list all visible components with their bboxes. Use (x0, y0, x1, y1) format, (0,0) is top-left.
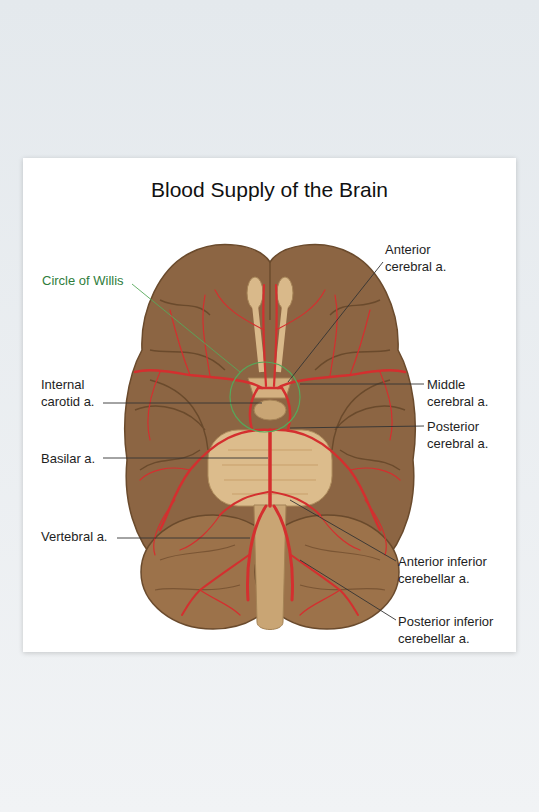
leader-lines (103, 262, 424, 620)
artery-label: Anterior inferior cerebellar a. (398, 553, 513, 587)
olfactory-bulb (247, 277, 263, 309)
artery-label: Posterior cerebral a. (427, 418, 507, 452)
circle-marker (230, 362, 300, 432)
artery-label: Posterior inferior cerebellar a. (398, 613, 516, 647)
artery-label: Anterior cerebral a. (385, 241, 460, 275)
diagram-title: Blood Supply of the Brain (23, 178, 516, 202)
artery-label: Basilar a. (41, 450, 121, 467)
medulla (254, 505, 286, 630)
artery-label: Internal carotid a. (41, 376, 113, 410)
artery-label: Circle of Willis (42, 272, 152, 289)
arteries (135, 285, 405, 615)
artery-label: Vertebral a. (41, 528, 131, 545)
pons (208, 430, 332, 506)
artery-label: Middle cerebral a. (427, 376, 507, 410)
olfactory-bulb (277, 277, 293, 309)
